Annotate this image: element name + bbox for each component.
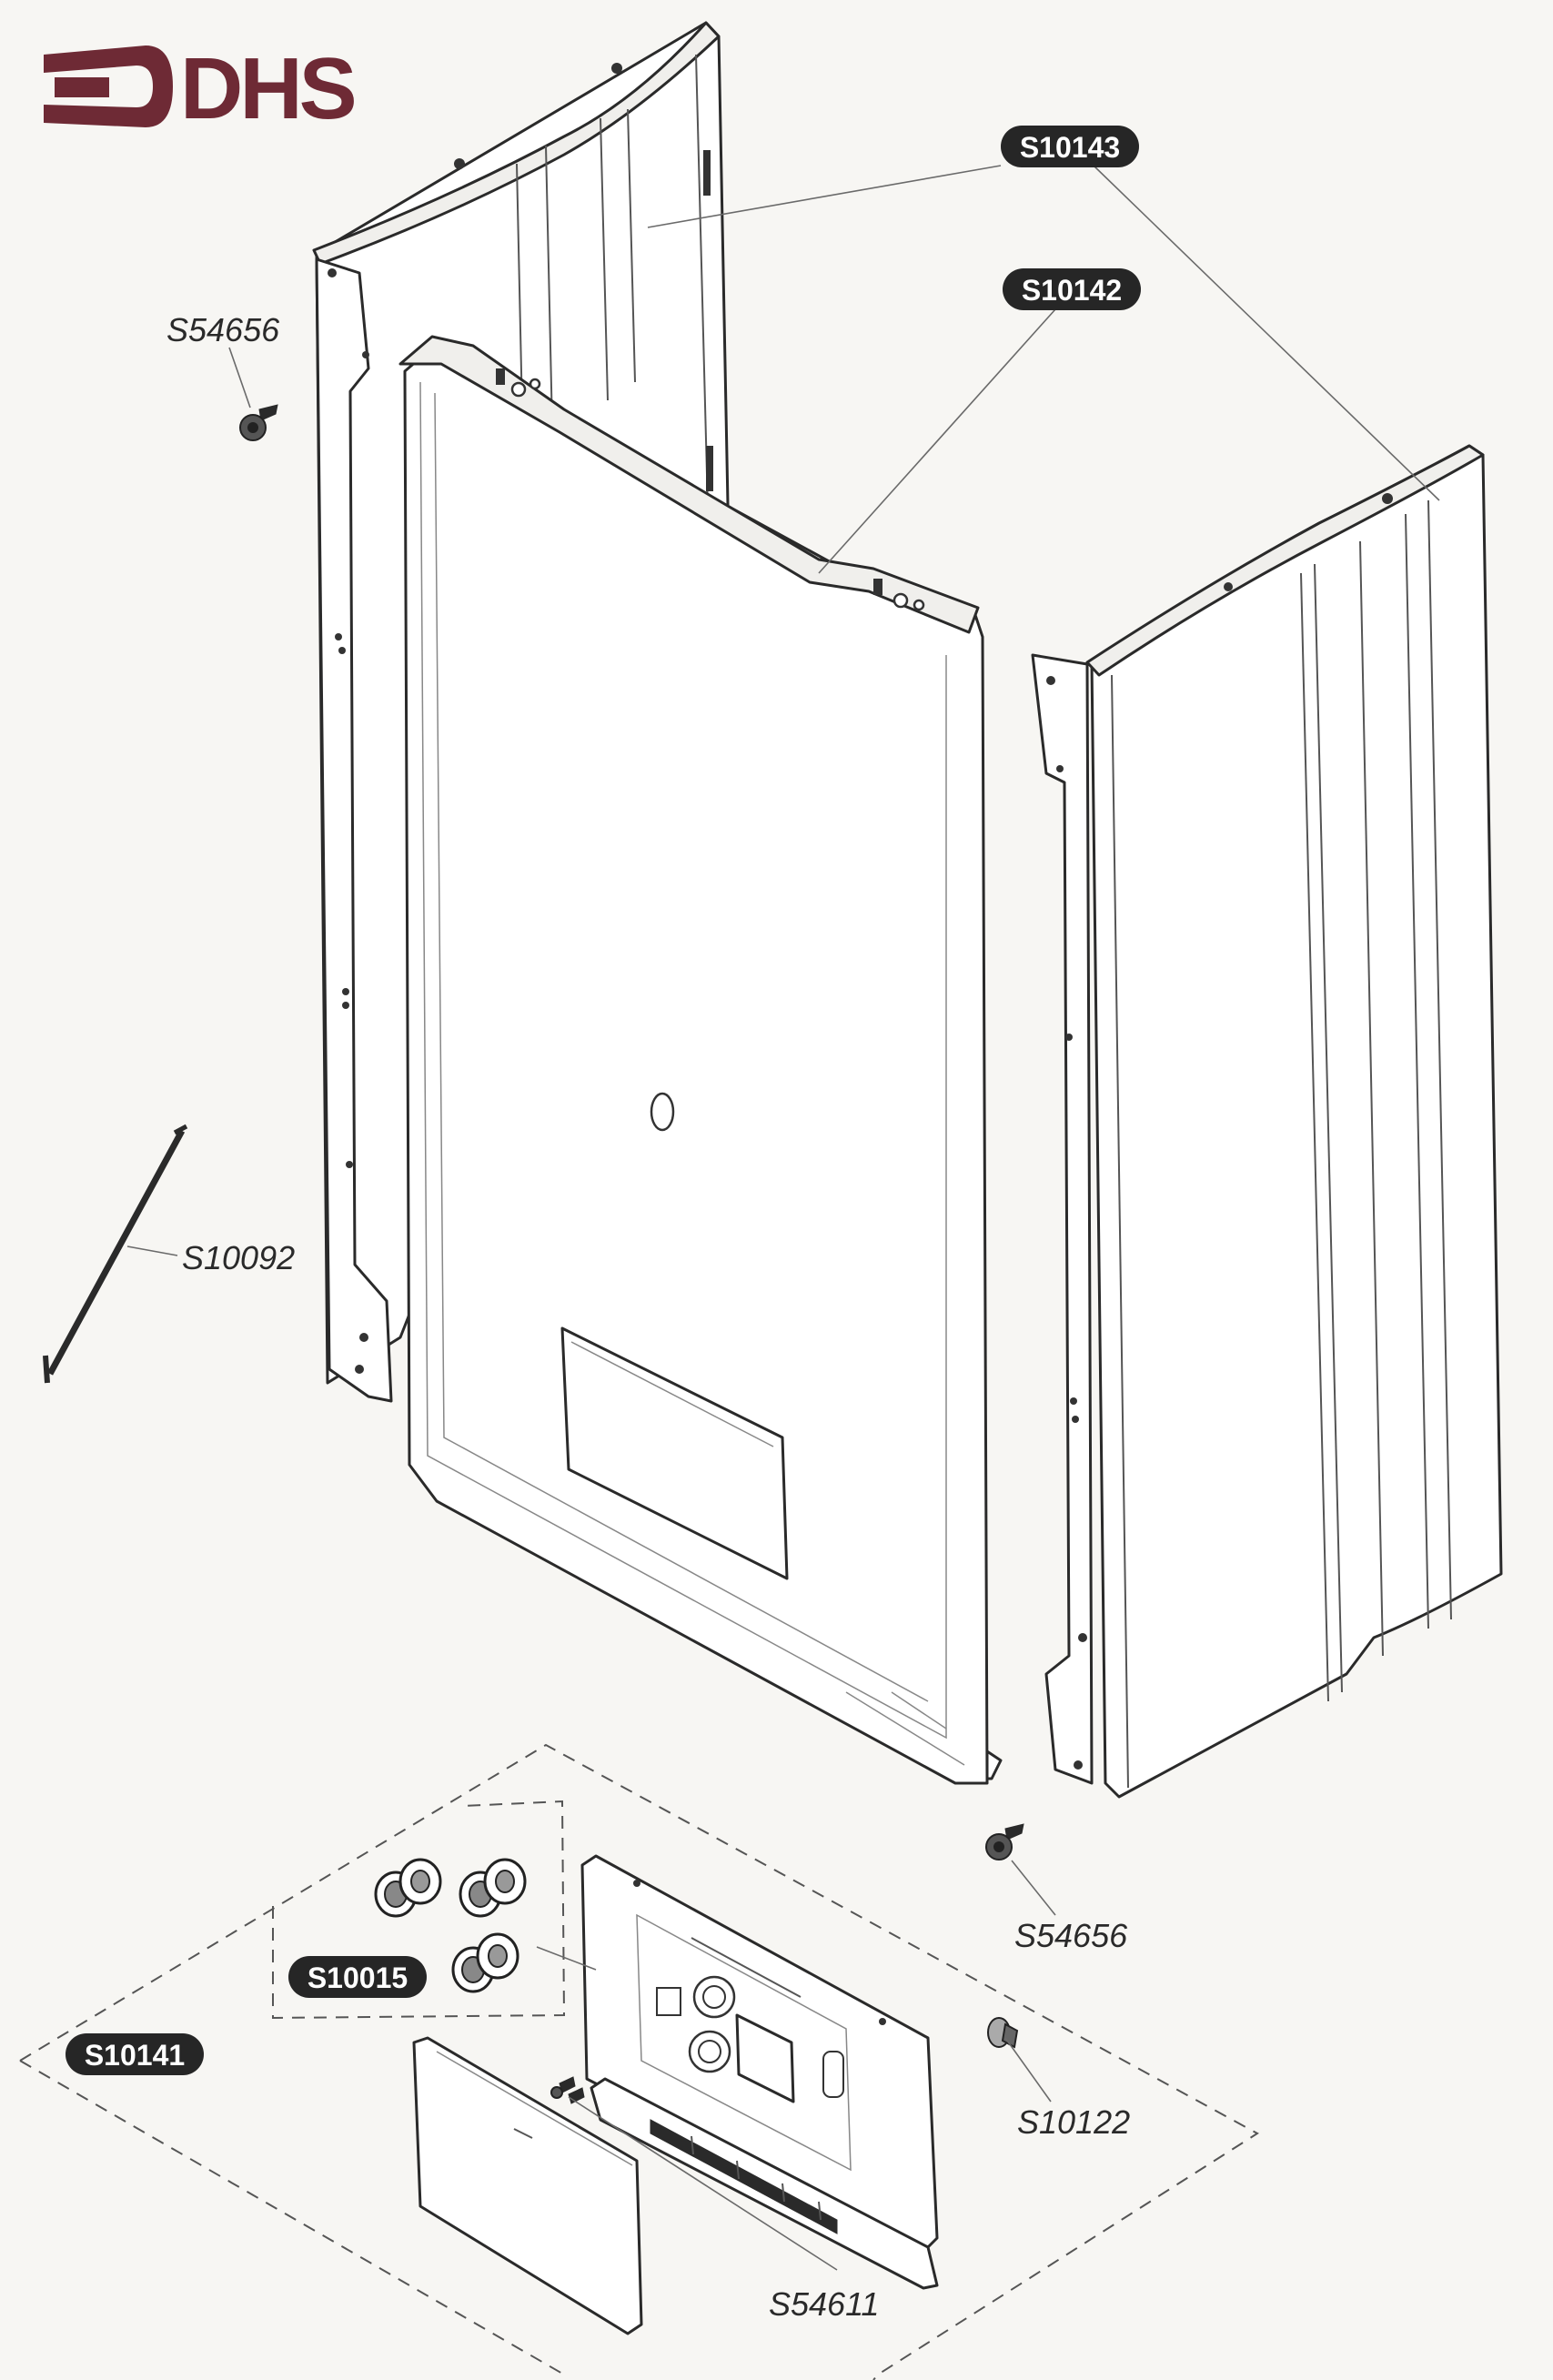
callout-s10015: S10015 <box>288 1956 427 1998</box>
knobs-s10015 <box>374 1858 527 1993</box>
screw-s54656-top <box>239 404 278 441</box>
logo-arrow-mark <box>44 45 173 127</box>
assembly-s10015-boundary <box>272 1800 566 2020</box>
label-s54611: S54611 <box>769 2285 879 2323</box>
logo-text: DHS <box>180 40 355 137</box>
rod-s10092 <box>43 1124 188 1384</box>
control-panel <box>580 1854 939 2290</box>
front-casing-panel <box>398 335 1003 1785</box>
label-s10122: S10122 <box>1017 2103 1130 2141</box>
badge-label: S10015 <box>308 1961 408 1994</box>
right-side-panel <box>1031 444 1503 1799</box>
assembly-s10141-boundary <box>19 1743 1259 2380</box>
dhs-logo: DHS <box>44 40 358 137</box>
badge-label: S10143 <box>1020 131 1120 164</box>
callout-s10143: S10143 <box>1001 126 1139 167</box>
screw-s54656-bottom <box>985 1823 1024 1861</box>
knob <box>374 1858 442 1918</box>
grommet-s10122 <box>987 2017 1019 2049</box>
knob <box>459 1858 527 1918</box>
callout-s10142: S10142 <box>1003 268 1141 310</box>
leader-lines <box>126 165 1440 2271</box>
badge-label: S10141 <box>85 2039 185 2072</box>
knob <box>451 1932 519 1993</box>
control-flap-door <box>412 2036 643 2335</box>
callout-s10141: S10141 <box>66 2033 204 2075</box>
label-s10092: S10092 <box>182 1239 295 1276</box>
label-s54656-top: S54656 <box>166 311 280 348</box>
badge-label: S10142 <box>1022 274 1122 307</box>
screw-s54611 <box>550 2076 585 2104</box>
label-s54656-bottom: S54656 <box>1014 1917 1128 1954</box>
